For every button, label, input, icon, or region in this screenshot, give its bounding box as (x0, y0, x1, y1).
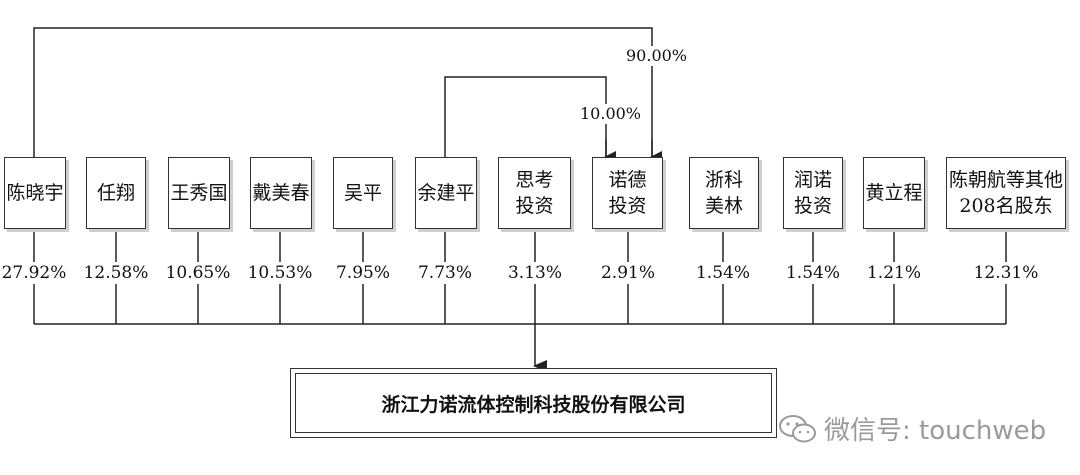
shareholder-name: 陈晓宇 (6, 182, 64, 204)
shareholder-box: 黄立程 (863, 157, 925, 229)
shareholder-name: 思考 投资 (515, 169, 554, 217)
shareholder-percent: 3.13% (490, 262, 580, 284)
company-name: 浙江力诺流体控制科技股份有限公司 (295, 373, 772, 433)
company-box: 浙江力诺流体控制科技股份有限公司 (290, 368, 777, 438)
shareholder-percent: 10.65% (153, 262, 243, 284)
shareholder-box: 浙科 美林 (689, 157, 759, 229)
shareholder-percent: 12.58% (71, 262, 161, 284)
shareholder-box: 吴平 (333, 157, 393, 229)
shareholder-name: 戴美春 (252, 182, 310, 204)
shareholder-percent: 10.53% (235, 262, 325, 284)
link-90-line (33, 27, 653, 157)
shareholder-box: 戴美春 (250, 157, 312, 229)
shareholder-percent: 7.73% (400, 262, 490, 284)
shareholder-name: 王秀国 (170, 182, 228, 204)
shareholder-percent: 1.21% (849, 262, 939, 284)
shareholder-name: 诺德 投资 (608, 169, 647, 217)
link-90-label: 90.00% (624, 46, 690, 66)
shareholder-name: 润诺 投资 (793, 169, 832, 217)
shareholder-box: 陈晓宇 (4, 157, 66, 229)
shareholder-box: 王秀国 (168, 157, 230, 229)
shareholder-name: 余建平 (417, 182, 475, 204)
shareholder-name: 任翔 (96, 182, 135, 204)
shareholder-box: 陈朝航等其他 208名股东 (946, 157, 1066, 229)
shareholder-box: 任翔 (86, 157, 146, 229)
shareholder-box: 诺德 投资 (592, 157, 663, 229)
shareholder-name: 吴平 (343, 182, 382, 204)
shareholder-box: 余建平 (415, 157, 477, 229)
shareholder-percent: 1.54% (768, 262, 858, 284)
shareholder-name: 浙科 美林 (704, 169, 743, 217)
shareholder-percent: 27.92% (0, 262, 79, 284)
link-10-label: 10.00% (578, 104, 644, 124)
shareholder-box: 思考 投资 (498, 157, 571, 229)
watermark: 微信号: touchweb (778, 410, 1046, 447)
shareholder-percent: 1.54% (678, 262, 768, 284)
shareholder-name: 陈朝航等其他 208名股东 (948, 169, 1063, 217)
wechat-icon (779, 414, 816, 442)
shareholder-percent: 12.31% (961, 262, 1051, 284)
shareholder-percent: 2.91% (583, 262, 673, 284)
shareholder-box: 润诺 投资 (783, 157, 843, 229)
shareholder-percent: 7.95% (318, 262, 408, 284)
shareholder-name: 黄立程 (865, 182, 923, 204)
watermark-text: 微信号: touchweb (824, 416, 1047, 446)
